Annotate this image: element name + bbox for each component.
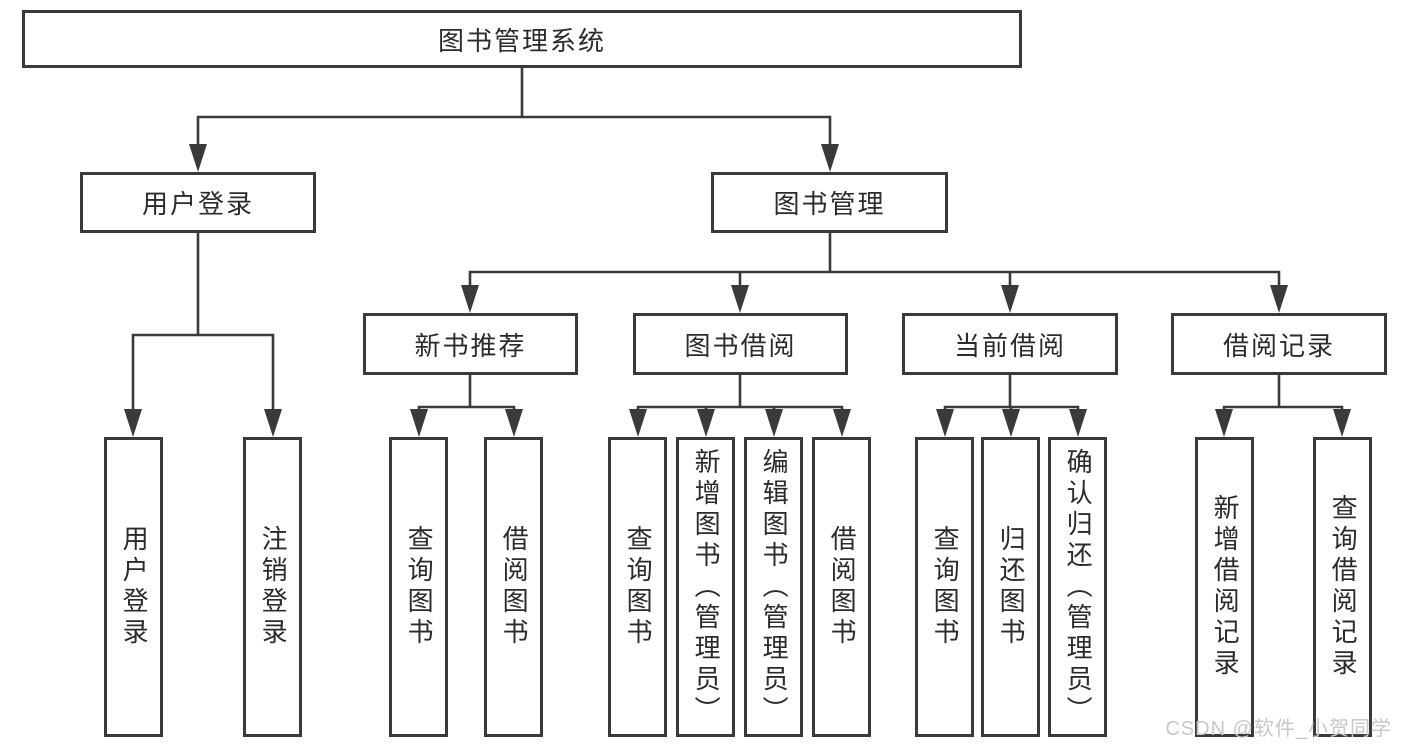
leaf-current-query: 查询图书 xyxy=(915,437,974,737)
leaf-newbook-borrow-label: 借阅图书 xyxy=(499,525,530,649)
node-borrow-records-label: 借阅记录 xyxy=(1222,330,1335,361)
node-book-borrow: 图书借阅 xyxy=(633,313,848,375)
node-book-borrow-label: 图书借阅 xyxy=(684,330,797,361)
node-book-management: 图书管理 xyxy=(711,172,948,233)
leaf-borrow-query-label: 查询图书 xyxy=(623,525,654,649)
node-book-management-label: 图书管理 xyxy=(773,189,886,219)
watermark: CSDN @软件_小贺同学 xyxy=(1165,718,1392,740)
leaf-borrow-borrow: 借阅图书 xyxy=(812,437,871,737)
node-new-book-recommend-label: 新书推荐 xyxy=(414,330,527,361)
leaf-records-query: 查询借阅记录 xyxy=(1313,437,1372,737)
leaf-borrow-borrow-label: 借阅图书 xyxy=(827,525,858,649)
leaf-logout-label: 注销登录 xyxy=(258,525,289,649)
leaf-borrow-add-label: 新增图书（管理员） xyxy=(691,447,722,727)
leaf-user-login: 用户登录 xyxy=(104,437,163,737)
node-root-label: 图书管理系统 xyxy=(437,25,606,56)
leaf-records-query-label: 查询借阅记录 xyxy=(1328,494,1359,680)
node-user-login: 用户登录 xyxy=(80,172,316,233)
node-current-borrow-label: 当前借阅 xyxy=(953,330,1066,361)
leaf-logout: 注销登录 xyxy=(243,437,302,737)
leaf-current-confirm-return-label: 确认归还（管理员） xyxy=(1063,447,1094,727)
leaf-current-confirm-return: 确认归还（管理员） xyxy=(1048,437,1107,737)
node-borrow-records: 借阅记录 xyxy=(1171,313,1387,375)
node-new-book-recommend: 新书推荐 xyxy=(363,313,578,375)
leaf-borrow-add: 新增图书（管理员） xyxy=(676,437,735,737)
leaf-current-query-label: 查询图书 xyxy=(930,525,961,649)
leaf-current-return-label: 归还图书 xyxy=(996,525,1027,649)
arrowheads xyxy=(124,144,1351,437)
node-user-login-label: 用户登录 xyxy=(141,189,254,219)
leaf-borrow-edit-label: 编辑图书（管理员） xyxy=(759,447,790,727)
leaf-newbook-query: 查询图书 xyxy=(389,437,448,737)
node-current-borrow: 当前借阅 xyxy=(902,313,1118,375)
node-root: 图书管理系统 xyxy=(22,10,1022,68)
leaf-records-add: 新增借阅记录 xyxy=(1195,437,1254,737)
leaf-newbook-query-label: 查询图书 xyxy=(404,525,435,649)
leaf-borrow-query: 查询图书 xyxy=(608,437,667,737)
leaf-records-add-label: 新增借阅记录 xyxy=(1210,494,1241,680)
leaf-borrow-edit: 编辑图书（管理员） xyxy=(744,437,803,737)
leaf-current-return: 归还图书 xyxy=(981,437,1040,737)
leaf-newbook-borrow: 借阅图书 xyxy=(484,437,543,737)
leaf-user-login-label: 用户登录 xyxy=(119,525,150,649)
